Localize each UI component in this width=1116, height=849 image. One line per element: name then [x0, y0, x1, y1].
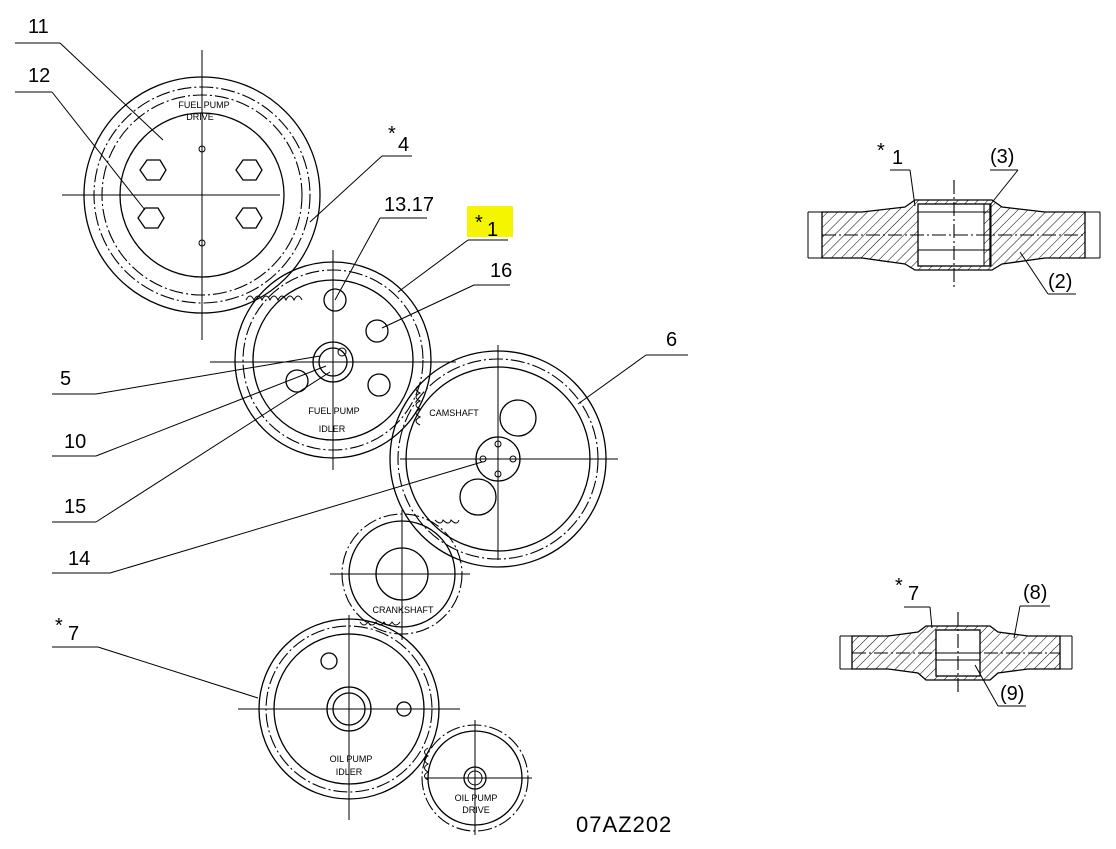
gear-label: DRIVE — [186, 112, 214, 122]
part-label-3: (3) — [990, 146, 1014, 168]
gear-label: IDLER — [336, 767, 363, 777]
hex-bolt-icon — [137, 207, 165, 229]
star-mark: * — [55, 615, 63, 637]
gear-label: CRANKSHAFT — [372, 605, 434, 615]
callout-6: 6 — [666, 329, 677, 351]
callout-5: 5 — [60, 368, 71, 390]
callout-10: 10 — [64, 431, 86, 453]
gear-mesh-teeth — [434, 519, 460, 524]
fuel-pump-idler-gear: FUEL PUMP IDLER — [210, 250, 456, 470]
drawing-code: 07AZ202 — [576, 812, 672, 837]
gear-label: FUEL PUMP — [178, 100, 229, 110]
part-label-8: (8) — [1023, 582, 1047, 604]
oil-pump-drive-gear: OIL PUMP DRIVE — [421, 720, 532, 835]
gear-label: OIL PUMP — [455, 793, 498, 803]
section-view-lower: * 7 (8) (9) — [839, 575, 1073, 707]
gear-label: OIL PUMP — [330, 754, 373, 764]
callout-11: 11 — [28, 16, 49, 38]
callout-14: 14 — [68, 548, 90, 570]
section-ref-1: 1 — [892, 147, 903, 169]
callout-16: 16 — [490, 260, 512, 282]
section-ref-7: 7 — [908, 583, 919, 605]
part-label-9: (9) — [1000, 683, 1024, 705]
section-view-upper: * 1 (3) (2) — [807, 140, 1101, 295]
callout-15: 15 — [64, 496, 86, 518]
oil-pump-idler-gear: OIL PUMP IDLER — [238, 615, 460, 820]
callout-7: 7 — [68, 623, 79, 645]
gear-label: CAMSHAFT — [429, 408, 479, 418]
star-mark: * — [475, 212, 483, 234]
callout-12: 12 — [28, 65, 50, 87]
star-mark: * — [388, 123, 396, 145]
star-mark: * — [877, 140, 885, 162]
part-label-2: (2) — [1048, 271, 1072, 293]
hex-bolt-icon — [235, 207, 263, 229]
gear-mesh-teeth — [415, 384, 422, 426]
gear-label: DRIVE — [462, 805, 490, 815]
hex-bolt-icon — [235, 159, 263, 181]
gear-mesh-teeth — [424, 747, 430, 781]
gear-label: IDLER — [319, 424, 346, 434]
hex-bolt-icon — [139, 159, 167, 181]
callouts: 11 12 * 4 13.17 * 1 16 5 6 10 — [15, 16, 688, 699]
star-mark: * — [895, 575, 903, 597]
callout-1: 1 — [487, 219, 498, 241]
camshaft-gear: CAMSHAFT — [389, 345, 618, 568]
crankshaft-gear: CRANKSHAFT — [330, 510, 470, 640]
fuel-pump-drive-gear: FUEL PUMP DRIVE — [62, 50, 321, 340]
callout-4: 4 — [398, 134, 409, 156]
highlight-box — [467, 206, 513, 237]
callout-13-17: 13.17 — [384, 194, 434, 216]
gear-mesh-teeth — [245, 295, 303, 302]
gear-label: FUEL PUMP — [308, 406, 359, 416]
